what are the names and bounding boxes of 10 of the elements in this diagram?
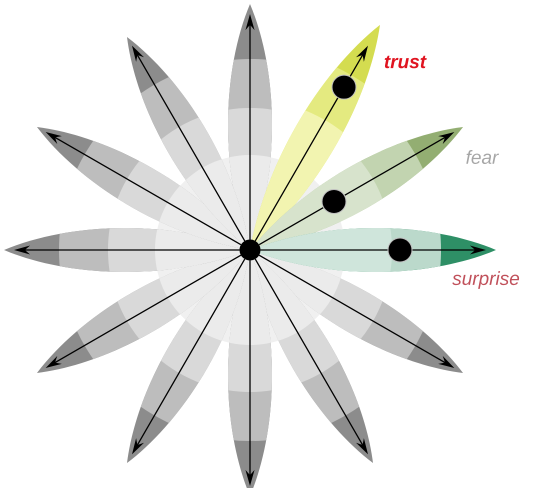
emotion-label: fear (466, 150, 499, 164)
center-dot (240, 240, 260, 260)
connector-line (254, 98, 338, 242)
emotion-label: trust (384, 56, 427, 68)
dot-marker (388, 238, 412, 262)
connector-line (260, 249, 388, 251)
emotion-label: surprise (452, 271, 520, 289)
connector-line (258, 207, 324, 246)
dot-marker (332, 74, 356, 100)
dot-marker (322, 189, 346, 214)
